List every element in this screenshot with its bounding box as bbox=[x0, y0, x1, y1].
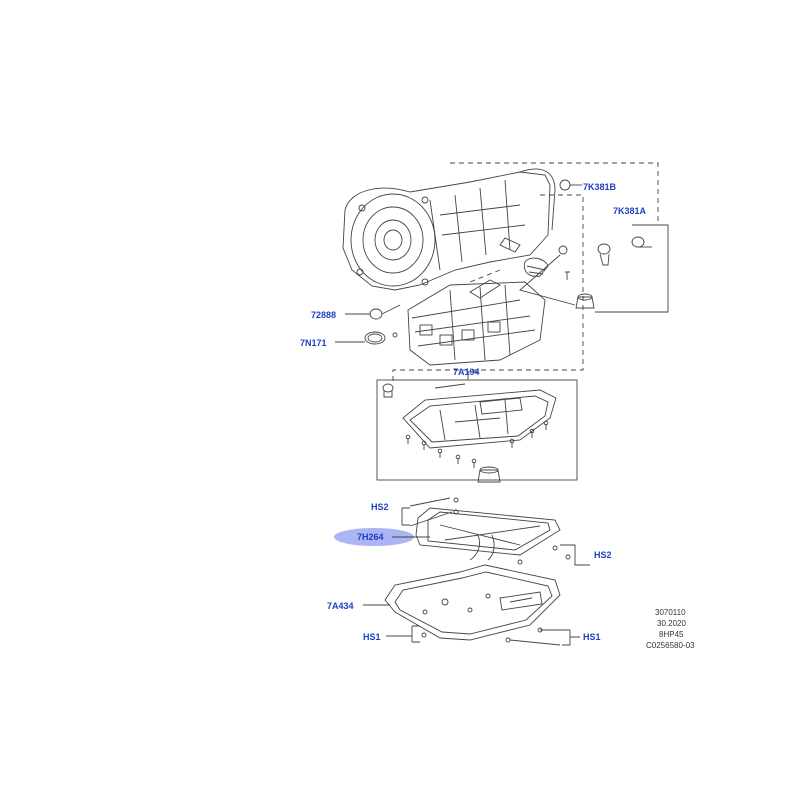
o-ring-7n171 bbox=[335, 331, 386, 345]
callout-7a194: 7A194 bbox=[453, 367, 480, 377]
reference-code-1: 3070110 bbox=[655, 608, 686, 617]
seal-group-7k381a bbox=[519, 224, 669, 313]
callout-7a434: 7A434 bbox=[327, 601, 354, 611]
reference-code-2: C0256580-03 bbox=[646, 641, 695, 650]
callout-hs1-right: HS1 bbox=[583, 632, 601, 642]
callout-72888: 72888 bbox=[311, 310, 337, 320]
highlight-ellipse bbox=[334, 528, 414, 546]
reference-model: 8HP45 bbox=[659, 630, 684, 639]
oil-pan-7a194 bbox=[376, 371, 578, 483]
callout-hs1-left: HS1 bbox=[363, 632, 381, 642]
callout-hs2-upper: HS2 bbox=[371, 502, 389, 512]
frame-7h264 bbox=[392, 497, 590, 566]
plug-7k381b bbox=[559, 179, 582, 191]
callout-7k381b: 7K381B bbox=[583, 182, 617, 192]
dashed-leader-mid bbox=[469, 269, 501, 283]
callout-7h264: 7H264 bbox=[357, 532, 384, 542]
callout-7k381a: 7K381A bbox=[613, 206, 647, 216]
callout-7n171: 7N171 bbox=[300, 338, 327, 348]
shield-7a434 bbox=[363, 564, 580, 646]
reference-date: 30.2020 bbox=[657, 619, 686, 628]
valve-body bbox=[392, 279, 546, 366]
transmission-housing bbox=[342, 168, 556, 291]
dashed-leader-valve bbox=[392, 194, 584, 385]
callout-hs2-lower: HS2 bbox=[594, 550, 612, 560]
dashed-leader-top bbox=[450, 162, 659, 225]
seal-72888 bbox=[345, 304, 401, 320]
